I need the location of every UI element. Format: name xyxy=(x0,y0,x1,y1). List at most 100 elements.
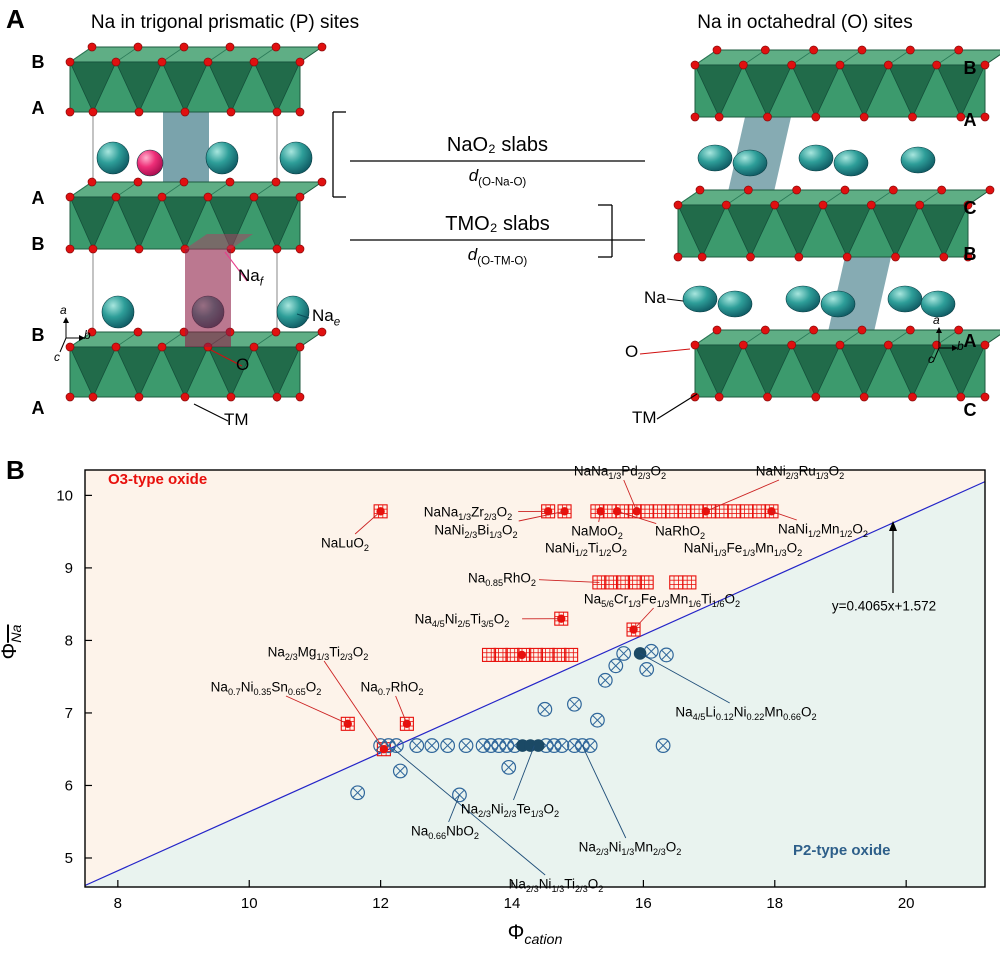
o3-marker xyxy=(564,647,579,662)
na-atom xyxy=(682,285,718,313)
annotation-line xyxy=(448,794,460,823)
na-atom xyxy=(96,141,130,175)
p2-marker xyxy=(590,712,605,728)
p2-marker xyxy=(537,701,553,717)
tm-o2-slab xyxy=(690,325,1000,402)
y-tick-label: 9 xyxy=(65,560,73,577)
stack-letter-right: A xyxy=(963,331,977,351)
annotation-line xyxy=(581,745,627,839)
na-atom xyxy=(732,149,768,177)
tm-o2-slab xyxy=(690,45,1000,122)
o3-region xyxy=(85,470,985,886)
na-atom xyxy=(205,141,239,175)
tm-o2-slab xyxy=(65,42,327,117)
p2-marker xyxy=(475,738,491,753)
na-atom xyxy=(900,146,936,174)
x-tick-label: 12 xyxy=(372,895,389,912)
title-octahedral: Na in octahedral (O) sites xyxy=(697,12,913,33)
axis-a-left: a xyxy=(60,303,67,317)
o3-marker xyxy=(752,504,767,519)
na-f-label: Naf xyxy=(238,266,263,289)
crystal-structures-figure xyxy=(59,42,1000,422)
panel-b-label: B xyxy=(6,455,25,485)
p2-marker xyxy=(658,647,674,663)
na-atom xyxy=(697,144,733,172)
o-label-left: O xyxy=(236,355,250,374)
title-prismatic: Na in trigonal prismatic (P) sites xyxy=(90,12,360,33)
p2-marker xyxy=(582,738,598,753)
p2-marker xyxy=(567,696,582,712)
na-atom xyxy=(798,144,834,172)
y-tick-label: 5 xyxy=(65,850,73,867)
d-o-tm-o-label: d(O-TM-O) xyxy=(467,245,528,268)
annotation-line xyxy=(518,510,565,522)
o3-marker-dot xyxy=(632,507,642,516)
annotation-line xyxy=(323,660,385,750)
na-octahedral-site xyxy=(825,257,891,345)
y-tick-label: 8 xyxy=(65,632,73,649)
na-label-right: Na xyxy=(644,288,666,307)
na-f-atom xyxy=(136,149,164,177)
stack-letter-right: A xyxy=(963,110,977,130)
panel-a-label: A xyxy=(6,4,25,34)
p2-marker xyxy=(392,763,408,779)
stack-letter-left: B xyxy=(31,234,45,254)
p2-marker xyxy=(409,738,425,753)
o3-marker xyxy=(739,504,754,519)
o3-marker-dot xyxy=(557,614,566,623)
na-atom xyxy=(276,295,310,329)
o3-region-label: O3-type oxide xyxy=(108,471,208,488)
p2-marker xyxy=(554,738,570,753)
na-atom xyxy=(833,149,869,177)
na-atom xyxy=(101,295,135,329)
p2-marker xyxy=(501,759,517,775)
stack-letter-left: B xyxy=(31,325,45,345)
y-tick-label: 6 xyxy=(65,777,73,794)
p2-marker xyxy=(608,658,624,674)
p2-marker xyxy=(491,738,507,753)
stack-letter-left: A xyxy=(31,188,45,208)
annotation-line xyxy=(285,695,348,725)
p2-marker xyxy=(597,672,613,688)
axis-b-left: b xyxy=(84,328,91,342)
tm-o2-slab xyxy=(65,327,327,402)
na-atom xyxy=(717,290,753,318)
na-e-prism-site xyxy=(163,112,209,197)
panel-a: A Na in trigonal prismatic (P) sites Na … xyxy=(0,0,1000,455)
p2-marker xyxy=(483,738,499,753)
d-o-na-o-label: d(O-Na-O) xyxy=(468,166,527,189)
stack-letter-right: B xyxy=(963,244,977,264)
p2-marker xyxy=(616,646,632,661)
annotation-line xyxy=(623,479,638,512)
annotation-line xyxy=(598,511,602,523)
stack-letter-right: B xyxy=(963,58,977,78)
p2-marker xyxy=(567,738,582,753)
axis-c-left: c xyxy=(54,350,60,364)
tm-label-left: TM xyxy=(224,410,249,429)
tmo2-slabs-label: TMO₂ slabs xyxy=(445,213,550,235)
o3-marker xyxy=(540,647,555,662)
p2-marker xyxy=(499,738,515,753)
x-tick-label: 10 xyxy=(241,895,258,912)
annotation-line xyxy=(393,748,546,876)
o3-marker xyxy=(615,575,631,590)
p2-marker xyxy=(424,738,440,753)
p2-marker xyxy=(458,738,474,753)
o3-marker-dot xyxy=(701,507,711,516)
nao2-slabs-label: NaO₂ slabs xyxy=(446,134,549,156)
na-f-prism-site xyxy=(185,249,231,347)
stack-letter-left: A xyxy=(31,398,45,418)
annotation-line xyxy=(616,510,657,524)
stack-letter-right: C xyxy=(963,198,977,218)
annotation-line xyxy=(705,479,780,512)
na-atom xyxy=(279,141,313,175)
p2-marker xyxy=(388,738,404,753)
axis-b-right: b xyxy=(957,339,964,353)
na-atom xyxy=(785,285,821,313)
o3-marker xyxy=(714,504,729,519)
annotation-line xyxy=(354,511,381,535)
axis-a-right: a xyxy=(933,313,940,327)
o3-marker xyxy=(682,575,697,590)
p2-marker xyxy=(655,738,671,753)
